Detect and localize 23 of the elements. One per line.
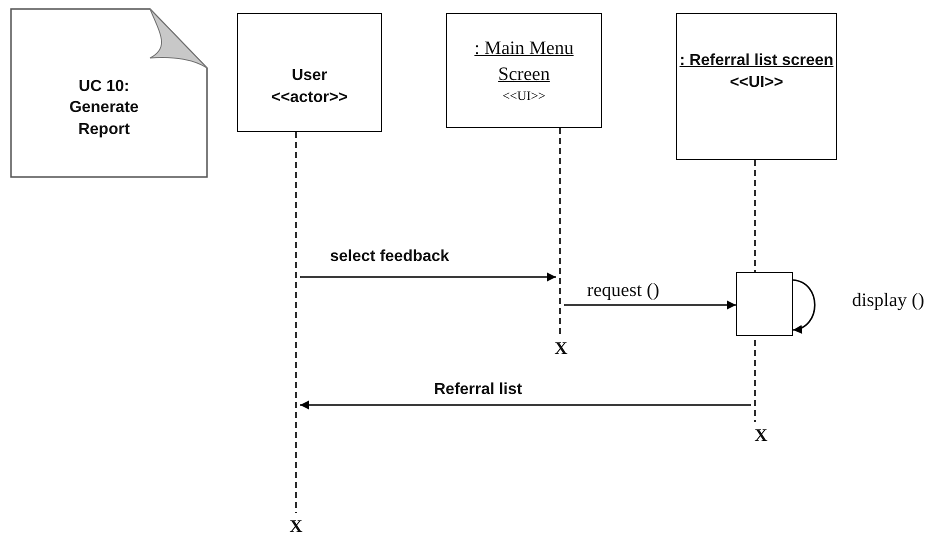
- lifeline-head-box: [446, 13, 602, 128]
- object-name: User: [292, 66, 328, 86]
- message-arrow: [564, 300, 736, 310]
- message-label: display (): [850, 290, 926, 312]
- activation-bar: [736, 272, 793, 336]
- message-arrow: [300, 400, 751, 410]
- lifeline-head-box: [676, 13, 837, 160]
- stereotype-label: <<actor>>: [271, 88, 348, 108]
- note-text: UC 10: Generate Report: [68, 76, 140, 140]
- destroy-mark: X: [548, 335, 574, 361]
- stereotype-label: <<UI>>: [730, 72, 784, 92]
- destroy-mark: X: [748, 422, 774, 448]
- note-box: [10, 8, 208, 178]
- self-message-arrow: [792, 279, 816, 333]
- object-name: : Main Menu Screen: [473, 37, 575, 87]
- lifeline-head-box: [237, 13, 382, 132]
- destroy-mark: X: [283, 513, 309, 539]
- stereotype-label: <<UI>>: [502, 87, 546, 105]
- object-name: : Referral list screen: [680, 50, 834, 71]
- lifeline: [292, 132, 300, 513]
- message-label: request (): [585, 280, 662, 302]
- message-arrow: [300, 272, 556, 282]
- lifeline: [556, 128, 564, 335]
